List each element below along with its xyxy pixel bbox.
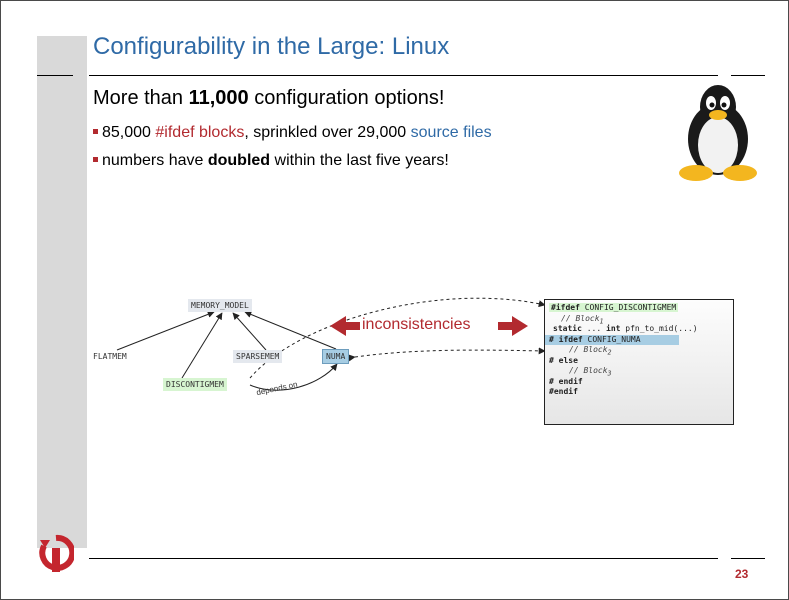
- inconsistencies-label: inconsistencies: [362, 316, 471, 333]
- slide-heading: More than 11,000 configuration options!: [93, 87, 445, 109]
- slide-sidebar: [37, 36, 87, 548]
- page-number: 23: [735, 567, 749, 581]
- edge-discontigmem-memory-model: [181, 312, 223, 379]
- link-numa-ifdef: [348, 347, 546, 362]
- edge-flatmem-memory-model: [116, 311, 215, 351]
- title-rule-right: [731, 75, 765, 76]
- edge-sparsemem-memory-model: [232, 312, 267, 351]
- tux-penguin-icon: [679, 85, 757, 181]
- university-logo-icon: [39, 534, 74, 572]
- code-highlight-numa: # ifdef CONFIG_NUMA: [545, 334, 679, 345]
- bullet-marker: [93, 157, 98, 163]
- bullet-marker: [93, 129, 98, 135]
- footer-rule: [89, 558, 718, 559]
- title-rule: [89, 75, 718, 76]
- code-line: # endif: [549, 376, 583, 386]
- code-line: // Block2: [569, 345, 612, 357]
- title-rule-left: [37, 75, 73, 76]
- code-line: #ifdef CONFIG_DISCONTIGMEM: [549, 303, 729, 314]
- code-line: // Block3: [569, 366, 612, 378]
- arrow-left-icon: [330, 316, 360, 336]
- arrow-right-icon: [498, 316, 528, 336]
- slide-title: Configurability in the Large: Linux: [93, 33, 450, 60]
- node-sparsemem: SPARSEMEM: [233, 350, 283, 363]
- node-discontigmem: DISCONTIGMEM: [163, 378, 227, 391]
- footer-rule-right: [731, 558, 765, 559]
- code-line: #endif: [549, 387, 578, 396]
- edge-depends-on: [249, 363, 338, 391]
- bullet-ifdef-blocks: 85,000 #ifdef blocks, sprinkled over 29,…: [93, 124, 492, 142]
- node-numa: NUMA: [322, 349, 350, 364]
- link-discontigmem-ifdef: [249, 297, 546, 379]
- code-line: // Block1: [561, 313, 604, 326]
- bullet-doubled: numbers have doubled within the last fiv…: [93, 152, 449, 170]
- code-highlight-discontigmem: #ifdef CONFIG_DISCONTIGMEM: [549, 303, 679, 312]
- node-flatmem: FLATMEM: [93, 352, 127, 361]
- code-line: static ... int pfn_to_mid(...): [553, 324, 698, 333]
- node-memory-model: MEMORY_MODEL: [188, 299, 252, 312]
- code-snippet: #ifdef CONFIG_DISCONTIGMEM // Block1 sta…: [544, 299, 734, 425]
- edge-numa-memory-model: [244, 311, 337, 350]
- code-line: # else: [549, 355, 578, 365]
